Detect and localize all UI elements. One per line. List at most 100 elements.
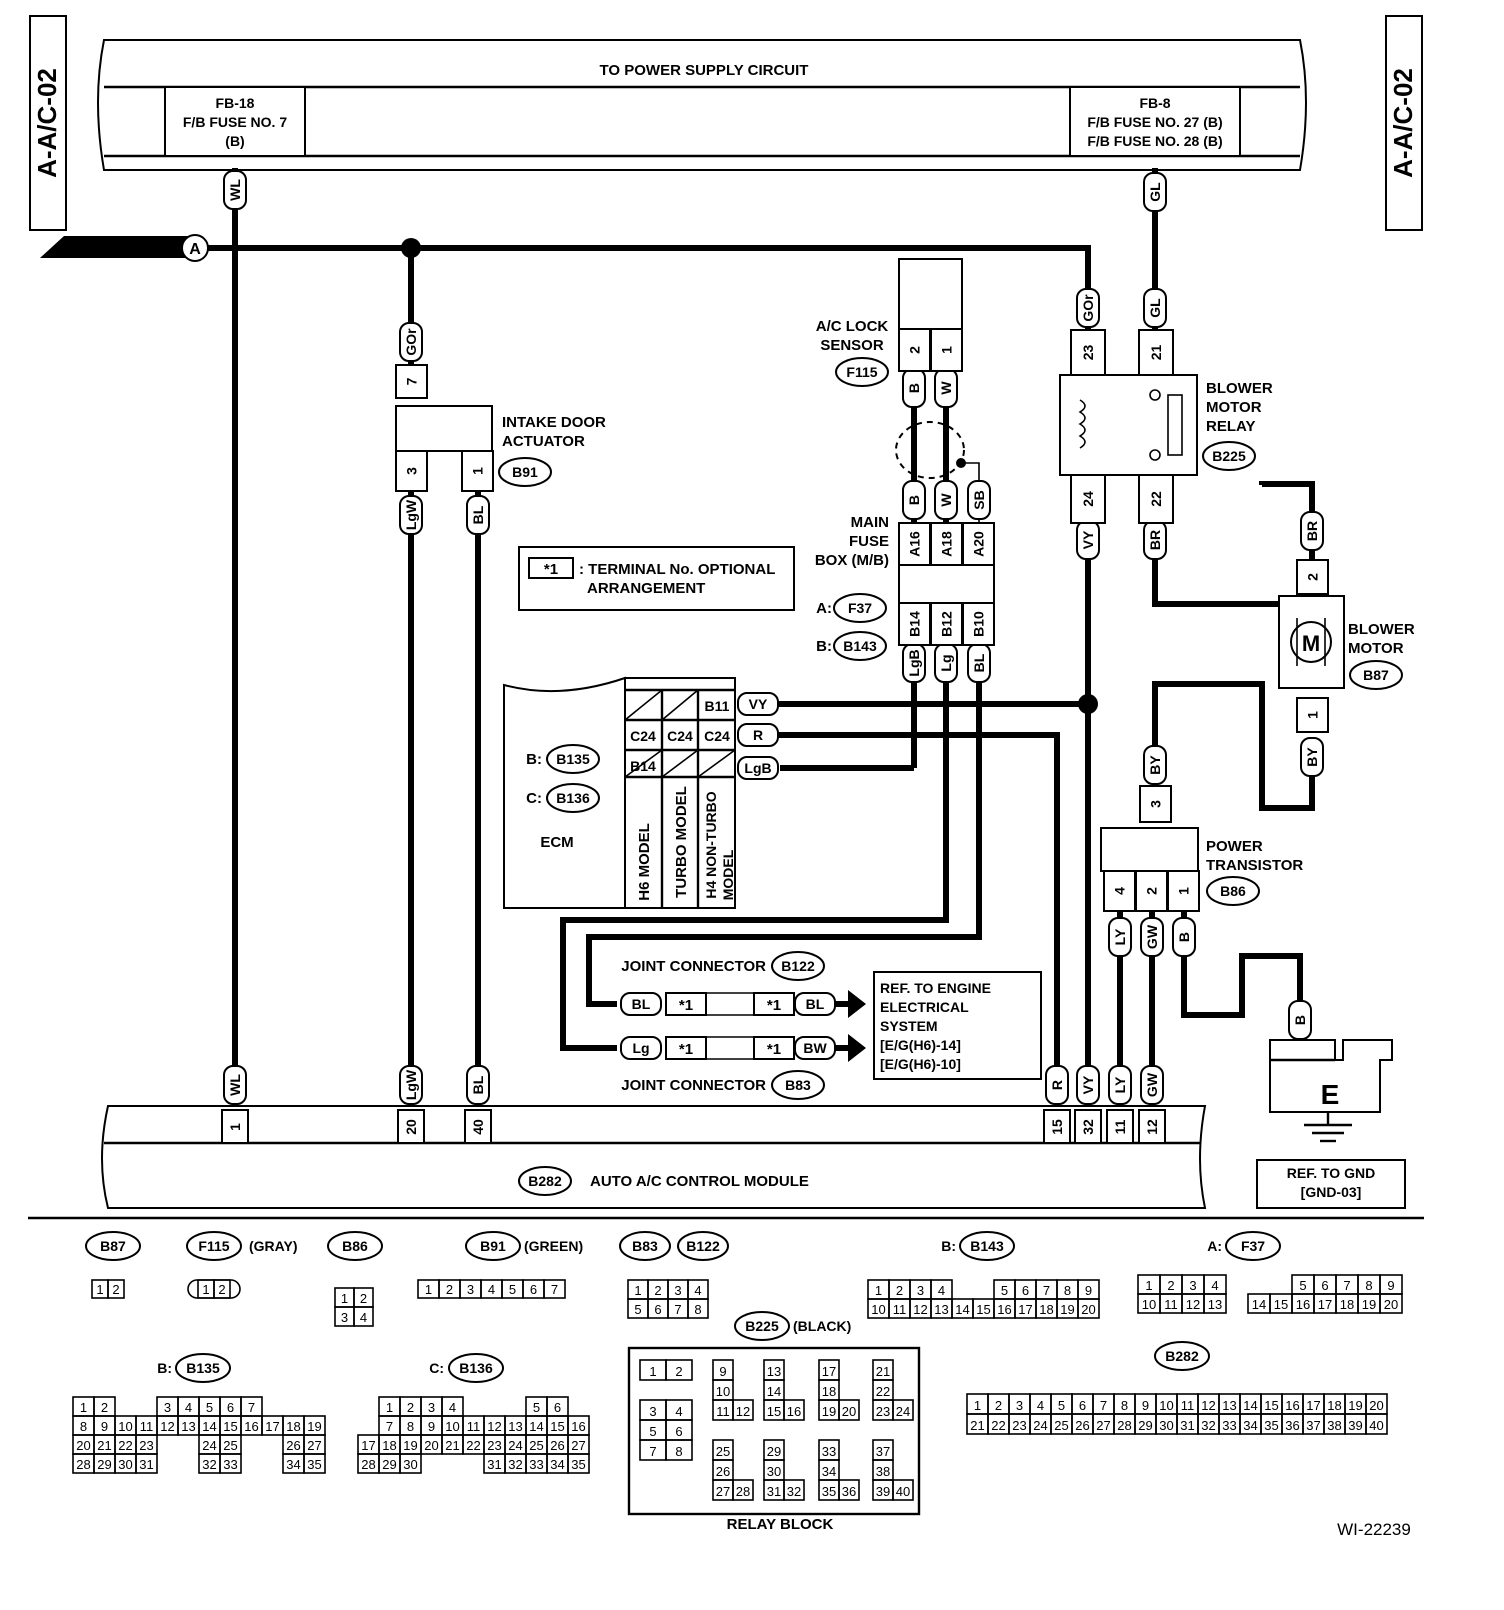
- joint-connector-name: JOINT CONNECTOR: [621, 958, 766, 975]
- connector-pin-number: 13: [1222, 1398, 1236, 1413]
- connector-pin-number: 6: [554, 1400, 561, 1415]
- connector-pin-number: 2: [112, 1282, 119, 1297]
- pin-number: 1: [1305, 711, 1321, 719]
- connector-pin-number: 5: [1058, 1398, 1065, 1413]
- connector-pin-number: 25: [1054, 1418, 1068, 1433]
- connector-pin-number: 21: [97, 1438, 111, 1453]
- wire-color-tag: [1076, 288, 1100, 328]
- connector-code-oval: [175, 1353, 231, 1383]
- wire-color-tag: [466, 1065, 490, 1105]
- pin-number: 32: [1080, 1119, 1096, 1135]
- connector-pin-number: 21: [970, 1418, 984, 1433]
- pin-number: C24: [630, 728, 656, 744]
- connector-pin-number: 16: [997, 1302, 1011, 1317]
- side-tab-right: A-A/C-02: [1385, 15, 1423, 231]
- connector-pin-number: 31: [487, 1457, 501, 1472]
- connector-pin-number: 24: [896, 1404, 910, 1419]
- connector-pin: [892, 1399, 914, 1421]
- connector-code-oval: [835, 357, 889, 387]
- wire-color-label: SB: [971, 490, 987, 509]
- prefix-label: B:: [526, 751, 542, 768]
- connector-code-oval: [498, 457, 552, 487]
- connector-code: F115: [846, 364, 877, 380]
- wire-color-label: VY: [749, 696, 768, 712]
- connector-note: (BLACK): [793, 1318, 851, 1334]
- connector-pin-number: 27: [1096, 1418, 1110, 1433]
- power-supply-title: TO POWER SUPPLY CIRCUIT: [600, 62, 809, 79]
- connector-pin: [665, 1359, 693, 1381]
- pin-number: B11: [705, 698, 730, 714]
- connector-code-oval: [1154, 1341, 1210, 1371]
- wire-color-label: LgW: [403, 499, 419, 530]
- connector-code-oval: [327, 1231, 383, 1261]
- connector-pin-number: 15: [1274, 1297, 1288, 1312]
- connector-pin-number: 27: [716, 1484, 730, 1499]
- wire-color-label: B: [1292, 1015, 1308, 1025]
- connector-pin-number: 10: [118, 1419, 132, 1434]
- wire-color-label: LgW: [403, 1069, 419, 1100]
- pin-number: 4: [1112, 887, 1128, 895]
- figure-id: WI-22239: [1337, 1520, 1411, 1539]
- connector-pin-number: 30: [1159, 1418, 1173, 1433]
- connector-pin-number: 15: [1264, 1398, 1278, 1413]
- pin-number: 2: [907, 346, 923, 354]
- wire-color-tag: [1076, 1065, 1100, 1105]
- connector-pin: [783, 1479, 805, 1501]
- connector-pin-number: 32: [1201, 1418, 1215, 1433]
- connector-pin-number: 36: [1285, 1418, 1299, 1433]
- connector-pin-number: 33: [529, 1457, 543, 1472]
- pin-number: B14: [630, 758, 656, 774]
- connector-pin-number: 7: [1043, 1283, 1050, 1298]
- connector-pin-number: 33: [1222, 1418, 1236, 1433]
- connector-pin-number: 2: [360, 1291, 367, 1306]
- connector-pin-number: 2: [896, 1283, 903, 1298]
- connector-code-oval: [771, 1070, 825, 1100]
- pin-number: 1: [939, 346, 955, 354]
- connector-pin: [1203, 1293, 1227, 1314]
- connector-pin-number: 27: [571, 1438, 585, 1453]
- connector-pin-number: 33: [223, 1457, 237, 1472]
- wire-color-label: R: [753, 727, 763, 743]
- connector-note: (GREEN): [524, 1238, 583, 1254]
- connector-pin-number: 19: [1348, 1398, 1362, 1413]
- connector-pin-number: 11: [716, 1404, 730, 1419]
- connector-pin-number: 38: [876, 1464, 890, 1479]
- connector-pin-number: 18: [1039, 1302, 1053, 1317]
- reference-label: A-A/C-01: [98, 240, 157, 256]
- component-name: INTAKE DOOR: [502, 414, 606, 431]
- connector-pin-number: 37: [876, 1444, 890, 1459]
- connector-pin-number: 7: [1100, 1398, 1107, 1413]
- connector-pin: [1379, 1293, 1403, 1314]
- pin-number: A18: [939, 531, 955, 557]
- component-name: ECM: [540, 834, 573, 851]
- connector-pin-number: 21: [876, 1364, 890, 1379]
- engine-reference-box: REF. TO ENGINEELECTRICALSYSTEM[E/G(H6)-1…: [873, 971, 1042, 1080]
- connector-pin-number: 40: [896, 1484, 910, 1499]
- connector-pin-number: 24: [202, 1438, 216, 1453]
- pin-cell: [962, 522, 995, 566]
- connector-pin-number: 8: [407, 1419, 414, 1434]
- connector-pin-number: 5: [533, 1400, 540, 1415]
- connector-pin-number: 20: [1369, 1398, 1383, 1413]
- connector-pin-number: 8: [1064, 1283, 1071, 1298]
- connector-code-oval: [959, 1231, 1015, 1261]
- connector-pin: [732, 1399, 754, 1421]
- wire-color-label: BY: [1304, 747, 1320, 767]
- model-label: MODEL: [720, 849, 736, 900]
- wire-color-label: GW: [1144, 924, 1160, 949]
- wire-color-tag: [737, 723, 779, 747]
- wire-color-label: R: [1049, 1080, 1065, 1090]
- connector-pin-number: 1: [341, 1291, 348, 1306]
- connector-pin-number: 2: [1167, 1278, 1174, 1293]
- connector-code: B225: [1212, 448, 1246, 464]
- pin-cell: [1296, 697, 1329, 733]
- pin-number: B12: [939, 611, 955, 637]
- connector-code: B86: [342, 1238, 368, 1254]
- connector-pin-number: 12: [160, 1419, 174, 1434]
